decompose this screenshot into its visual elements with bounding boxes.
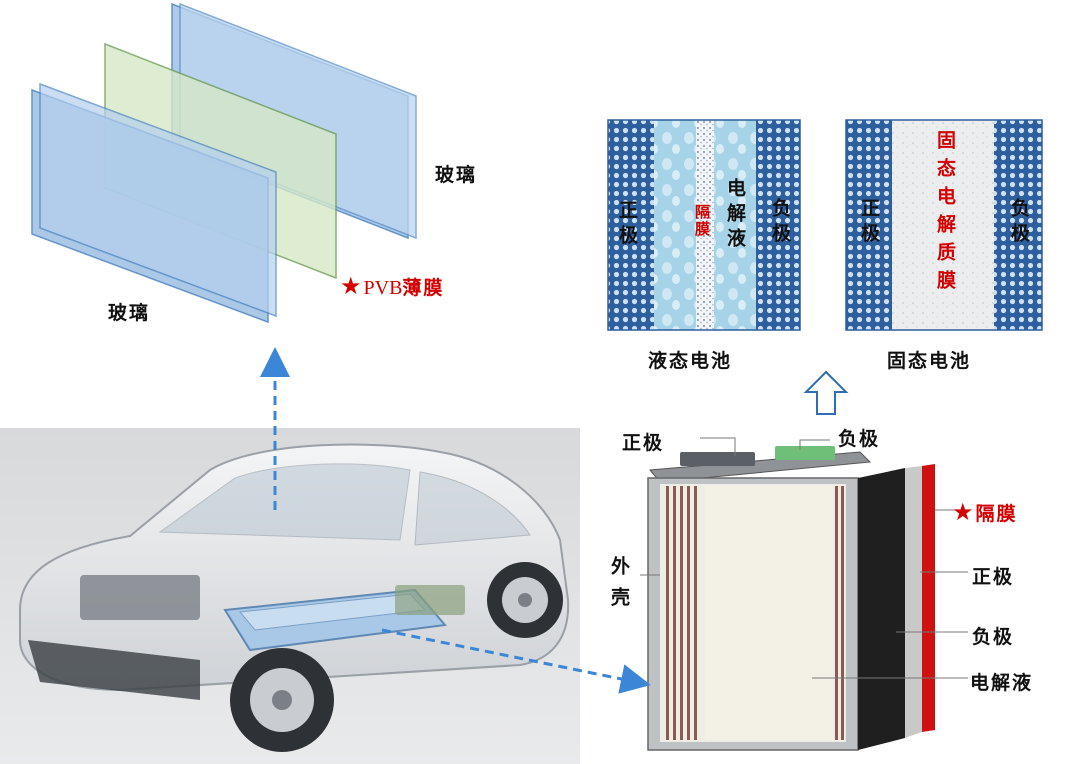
glass-pane-front [31,82,277,324]
glass-top-label: 玻璃 [435,164,478,186]
cell-electrolyte-label: 电解液 [970,672,1034,694]
solid-battery-caption: 固态电池 [887,350,972,372]
cell-positive-label: 正极 [972,566,1015,588]
cell-positive-terminal-label: 正极 [622,432,665,454]
front-wheel [230,648,334,752]
liquid-separator-label: 隔膜 [693,204,711,238]
solid-battery-diagram [845,119,1043,331]
dashed-arrow-to-cell [381,628,651,694]
star-icon: ★ [952,498,976,526]
liquid-positive-label: 正极 [616,200,638,250]
cell-casing-label: 外壳 [608,556,630,618]
solid-electrolyte-label: 固态电解质膜 [934,130,956,298]
liquid-electrolyte-label: 电解液 [724,178,746,253]
pvb-cjk-text: 薄膜 [402,277,445,299]
cell-separator-text: 隔膜 [975,503,1018,525]
liquid-negative-label: 负极 [769,198,791,248]
glass-bottom-label: 玻璃 [108,302,151,324]
rear-wheel [487,562,563,638]
pvb-latin-text: PVB [363,277,403,299]
cell-negative-label: 负极 [972,626,1015,648]
solid-positive-label: 正极 [858,198,880,248]
car-illustration [0,428,580,764]
solid-negative-label: 负极 [1008,198,1030,248]
star-icon: ★ [340,272,364,300]
cell-stripes-right [835,486,844,740]
hollow-up-arrow [803,370,849,415]
pvb-film-label: ★PVB薄膜 [340,272,444,300]
cell-separator-label: ★隔膜 [952,498,1018,526]
liquid-battery-caption: 液态电池 [648,350,733,372]
glass-laminate-diagram [31,2,417,324]
cell-stripes-left [666,486,697,740]
battery-cell-cutaway [647,446,935,751]
cell-negative-terminal-label: 负极 [838,428,881,450]
cell-leader-lines [640,437,968,679]
liquid-battery-diagram [607,119,801,331]
